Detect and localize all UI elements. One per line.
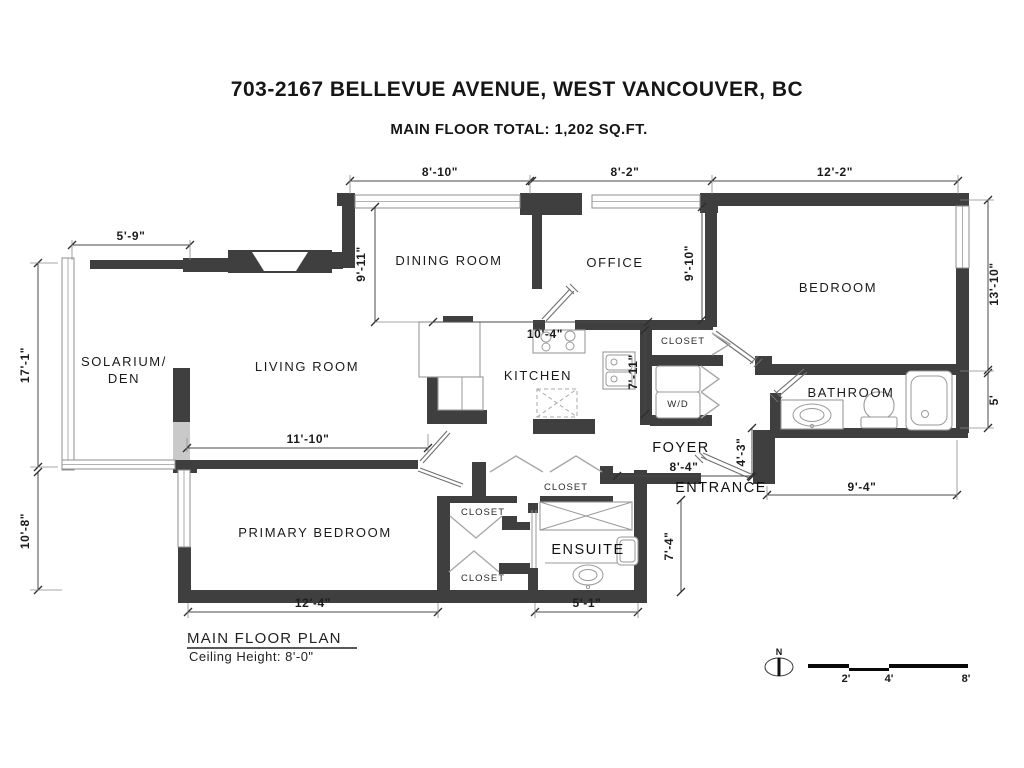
plan-title: MAIN FLOOR PLAN <box>187 630 342 647</box>
dryer <box>655 391 701 419</box>
room-label-solarium-line1: SOLARIUM/ <box>81 354 167 369</box>
dim-office-height: 9'-10" <box>682 245 696 281</box>
dim-ensuite-width: 5'-1" <box>573 596 602 610</box>
dim-bathroom-height: 5' <box>987 395 1001 406</box>
room-label-dining-room: DINING ROOM <box>395 253 502 268</box>
scale-tick-2ft: 2' <box>842 673 851 685</box>
office-door <box>541 283 579 322</box>
bifold-doors <box>448 332 732 573</box>
floor-total-label: MAIN FLOOR TOTAL: 1,202 SQ.FT. <box>390 121 647 138</box>
bedroom-door <box>712 330 763 368</box>
kitchen-peninsula-counter <box>418 321 481 378</box>
scale-bar: 2' 4' 8' <box>808 664 971 685</box>
stove <box>532 329 586 354</box>
north-label: N <box>776 647 783 657</box>
dim-living-width: 11'-10" <box>287 432 330 446</box>
north-arrow: N <box>764 647 794 677</box>
kitchen-fixtures <box>418 321 636 418</box>
room-label-closet-bedroom: CLOSET <box>661 336 705 347</box>
plan-title-block: MAIN FLOOR PLAN Ceiling Height: 8'-0" <box>187 630 357 664</box>
room-label-solarium-line2: DEN <box>108 371 140 386</box>
dimension-labels: 8'-10" 8'-2" 12'-2" 5'-9" 17'-1" 10'-8" … <box>18 165 1001 610</box>
dim-bathroom-width: 9'-4" <box>848 480 877 494</box>
room-label-office: OFFICE <box>586 255 643 270</box>
dim-bedroom-height: 13'-10" <box>987 262 1001 305</box>
windows <box>61 194 970 548</box>
bathroom-fixtures <box>780 370 953 431</box>
entrance-door <box>694 451 752 479</box>
room-labels: SOLARIUM/ DEN LIVING ROOM DINING ROOM OF… <box>81 253 895 584</box>
ceiling-height-label: Ceiling Height: 8'-0" <box>189 649 314 664</box>
dim-ensuite-height: 7'-4" <box>662 532 676 561</box>
room-label-kitchen: KITCHEN <box>504 368 572 383</box>
fireplace <box>252 252 308 271</box>
room-label-foyer: FOYER <box>652 440 709 456</box>
ensuite-sink <box>572 564 604 590</box>
dishwasher <box>536 388 578 418</box>
room-label-bedroom: BEDROOM <box>799 280 877 295</box>
ensuite-toilet <box>616 536 639 566</box>
laundry <box>655 365 701 419</box>
room-label-primary-bedroom: PRIMARY BEDROOM <box>238 525 392 540</box>
dim-office-width: 8'-2" <box>611 165 640 179</box>
dim-primary-height: 10'-8" <box>18 513 32 549</box>
dim-primary-width: 12'-4" <box>295 596 331 610</box>
room-label-closet-mid: CLOSET <box>461 507 505 518</box>
dim-solarium-width: 5'-9" <box>117 229 146 243</box>
living-room-door <box>417 430 464 488</box>
room-label-bathroom: BATHROOM <box>808 385 895 400</box>
dim-kitchen-height: 7'-11" <box>626 354 640 390</box>
bathroom-sink <box>792 403 832 427</box>
dim-foyer-width: 8'-4" <box>670 460 699 474</box>
ensuite-fixtures <box>539 501 639 590</box>
scale-tick-8ft: 8' <box>962 673 971 685</box>
room-label-wd: W/D <box>667 399 688 410</box>
scale-tick-4ft: 4' <box>885 673 894 685</box>
toilet <box>860 391 898 429</box>
room-label-closet-bottom: CLOSET <box>461 573 505 584</box>
dim-dining-height: 9'-11" <box>354 246 368 282</box>
dim-bedroom-width: 12'-2" <box>817 165 853 179</box>
room-label-closet-hall: CLOSET <box>544 482 588 493</box>
dimension-lines <box>37 180 989 613</box>
fridge <box>437 376 484 411</box>
bathtub <box>905 370 953 431</box>
room-label-entrance: ENTRANCE <box>675 480 767 496</box>
dim-dining-width: 8'-10" <box>422 165 458 179</box>
ensuite-pocket-door <box>531 510 537 568</box>
shower <box>539 501 633 531</box>
room-label-living-room: LIVING ROOM <box>255 359 359 374</box>
dim-solarium-height: 17'-1" <box>18 347 32 383</box>
page-title: 703-2167 BELLEVUE AVENUE, WEST VANCOUVER… <box>231 78 803 101</box>
room-label-ensuite: ENSUITE <box>551 542 624 558</box>
dim-foyer-height: 4'-3" <box>734 438 748 467</box>
extension-lines <box>30 175 994 618</box>
doors <box>417 283 808 568</box>
washer <box>655 365 701 393</box>
walls <box>90 193 969 603</box>
kitchen-sink <box>602 351 636 390</box>
dim-kitchen-width: 10'-4" <box>527 327 563 341</box>
bathroom-door <box>769 368 808 403</box>
